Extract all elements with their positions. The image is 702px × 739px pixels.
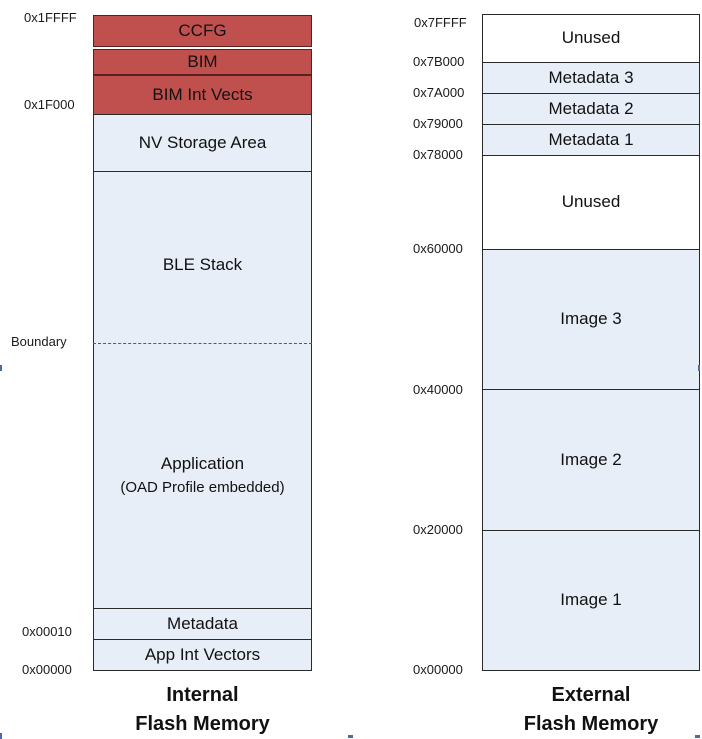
metadata1-label: Metadata 1	[548, 129, 634, 149]
application-note: (OAD Profile embedded)	[120, 478, 285, 496]
address-label: 0x00010	[22, 624, 72, 639]
address-label: 0x7B000	[413, 54, 465, 69]
address-label: 0x60000	[413, 241, 463, 256]
selection-handle-mark	[348, 735, 353, 738]
boundary-dashed-line	[93, 343, 312, 344]
image2-label: Image 2	[560, 449, 622, 469]
address-label: 0x78000	[413, 147, 463, 162]
title-line: Internal	[166, 684, 239, 706]
address-label: 0x7A000	[413, 85, 465, 100]
address-label: 0x00000	[413, 662, 463, 677]
app-int-vectors-label: App Int Vectors	[144, 644, 261, 664]
metadata2-block: Metadata 2	[482, 93, 700, 125]
bim-block: BIM	[93, 49, 312, 75]
address-label: 0x20000	[413, 522, 463, 537]
internal-flash-title: Internal Flash Memory	[93, 681, 312, 739]
selection-handle-mark	[695, 735, 700, 738]
address-label: 0x00000	[22, 662, 72, 677]
image1-label: Image 1	[560, 590, 622, 610]
metadata-label: Metadata	[167, 613, 238, 633]
ble-stack-block: BLE Stack	[93, 171, 312, 344]
title-line: Flash Memory	[523, 713, 659, 735]
metadata1-block: Metadata 1	[482, 124, 700, 156]
title-line: External	[551, 684, 631, 706]
image3-block: Image 3	[482, 249, 700, 390]
unused-mid-block: Unused	[482, 155, 700, 250]
external-flash-title: External Flash Memory	[482, 681, 700, 739]
app-int-vectors-block: App Int Vectors	[93, 639, 312, 671]
bim-label: BIM	[187, 51, 218, 71]
application-block: Application (OAD Profile embedded)	[93, 343, 312, 609]
ccfg-block: CCFG	[93, 15, 312, 47]
unused-top-block: Unused	[482, 14, 700, 63]
metadata-block: Metadata	[93, 608, 312, 640]
metadata2-label: Metadata 2	[548, 98, 634, 118]
address-label: 0x40000	[413, 382, 463, 397]
address-label: 0x79000	[413, 116, 463, 131]
image1-block: Image 1	[482, 530, 700, 671]
bim-int-vects-block: BIM Int Vects	[93, 75, 312, 115]
address-label: 0x1F000	[24, 97, 75, 112]
selection-handle-mark	[698, 365, 700, 371]
unused-label: Unused	[561, 192, 621, 212]
application-label: Application	[160, 454, 245, 474]
ccfg-label: CCFG	[178, 20, 227, 40]
nv-storage-label: NV Storage Area	[138, 132, 267, 152]
image3-label: Image 3	[560, 309, 622, 329]
image2-block: Image 2	[482, 389, 700, 531]
metadata3-block: Metadata 3	[482, 62, 700, 94]
boundary-label: Boundary	[11, 334, 67, 349]
bim-int-vects-label: BIM Int Vects	[152, 84, 253, 104]
unused-label: Unused	[561, 28, 621, 48]
selection-handle-mark	[0, 365, 2, 371]
ble-stack-label: BLE Stack	[162, 255, 243, 274]
selection-handle-mark	[0, 733, 2, 739]
metadata3-label: Metadata 3	[548, 67, 634, 87]
nv-storage-block: NV Storage Area	[93, 114, 312, 172]
title-line: Flash Memory	[135, 713, 270, 735]
address-label: 0x7FFFF	[414, 15, 467, 30]
address-label: 0x1FFFF	[24, 10, 77, 25]
